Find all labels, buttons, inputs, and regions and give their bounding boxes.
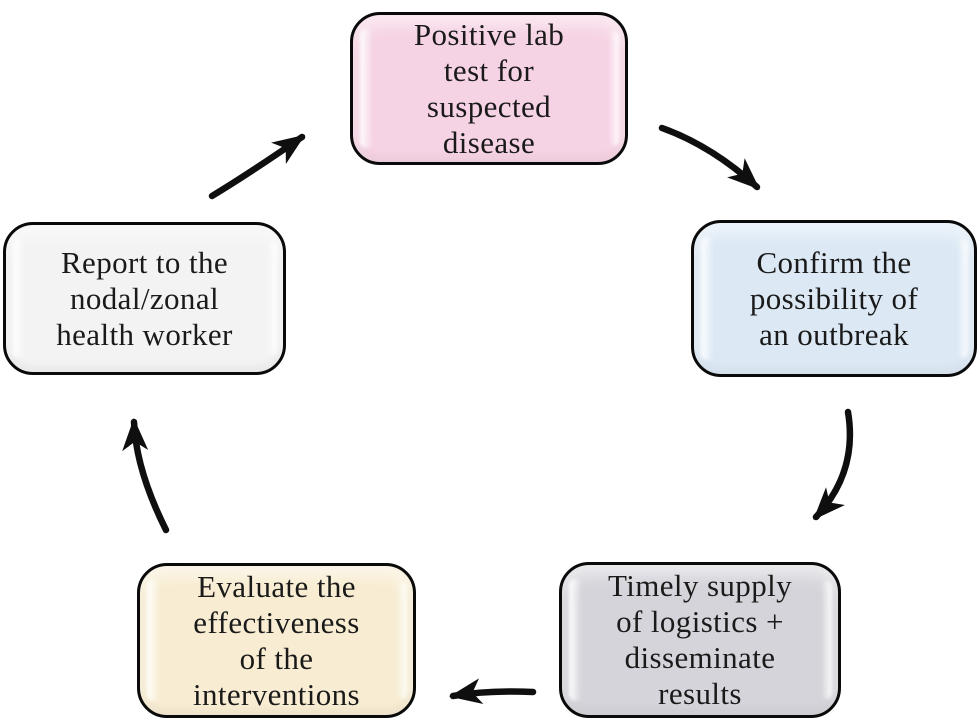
node-label-report-health-worker: Report to the nodal/zonal health worker: [56, 244, 233, 352]
node-evaluate-interventions: Evaluate the effectiveness of the interv…: [137, 563, 416, 718]
node-label-confirm-outbreak: Confirm the possibility of an outbreak: [749, 244, 919, 352]
node-label-timely-supply: Timely supply of logistics + disseminate…: [607, 568, 793, 711]
arrow-positive-to-confirm: [658, 124, 761, 191]
node-positive-lab-test: Positive lab test for suspected disease: [350, 12, 628, 165]
arrow-evaluate-to-report: [122, 418, 170, 534]
arrow-confirm-to-supply: [812, 408, 854, 521]
node-confirm-outbreak: Confirm the possibility of an outbreak: [691, 220, 977, 377]
node-label-evaluate-interventions: Evaluate the effectiveness of the interv…: [192, 568, 361, 712]
node-label-positive-lab-test: Positive lab test for suspected disease: [413, 16, 565, 160]
node-report-health-worker: Report to the nodal/zonal health worker: [3, 222, 286, 375]
arrow-report-to-positive: [208, 133, 306, 200]
arrow-supply-to-evaluate: [449, 678, 537, 704]
node-timely-supply: Timely supply of logistics + disseminate…: [559, 562, 841, 718]
